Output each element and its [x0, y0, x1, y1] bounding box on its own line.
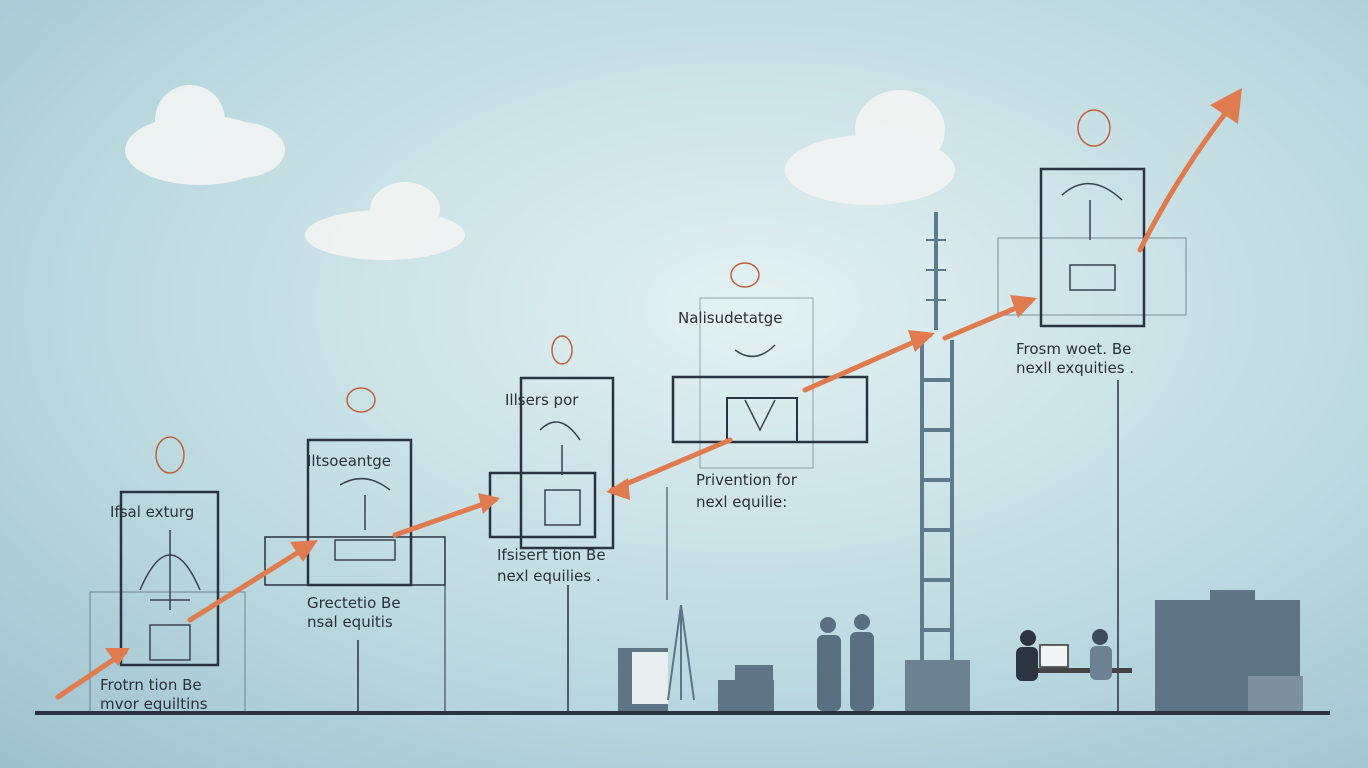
stage-4-title: Nalisudetatge	[678, 309, 783, 327]
stage-1-caption: Frotrn tion Be	[100, 676, 202, 694]
laptop	[1039, 644, 1069, 668]
stage-4-caption: nexl equilie:	[696, 493, 787, 511]
ground-line	[35, 711, 1330, 715]
arrow-head-icon	[290, 540, 318, 562]
clouds	[125, 85, 955, 260]
survey-tripod	[667, 604, 695, 701]
arrow-head-icon	[478, 493, 500, 514]
stage-3-caption: Ifsisert tion Be	[497, 546, 606, 564]
stage-labels: Ifsal exturg Frotrn tion Be mvor equilti…	[100, 309, 1134, 713]
stage-3-frame	[519, 376, 615, 550]
arrow-head-icon	[105, 648, 130, 666]
arrow-head-icon	[1210, 88, 1242, 124]
buildings	[618, 590, 1303, 711]
pin-icon	[551, 335, 573, 365]
cloud	[305, 182, 465, 260]
diagram-frames	[89, 167, 1187, 713]
pin-icons	[155, 109, 1111, 474]
stage-1-frame	[119, 490, 220, 667]
stage-4-caption: Privention for	[696, 471, 798, 489]
arrow-head-icon	[606, 478, 630, 500]
stage-2-title: Iltsoeantge	[307, 452, 391, 470]
tower-base	[905, 660, 970, 711]
stage-3-title: Illsers por	[505, 391, 579, 409]
stage-5-caption: nexll exquities .	[1016, 359, 1134, 377]
stage-2-caption: Grectetio Be	[307, 594, 401, 612]
arrow-heads	[105, 88, 1242, 666]
arrow-head-icon	[1010, 295, 1037, 318]
stage-5-caption: Frosm woet. Be	[1016, 340, 1131, 358]
pin-icon	[155, 436, 185, 474]
workers	[817, 614, 874, 711]
cloud	[125, 85, 285, 185]
pin-icon	[730, 262, 760, 288]
cloud	[785, 90, 955, 205]
equipment	[718, 680, 774, 711]
person-at-desk	[1016, 647, 1038, 681]
worker-figure	[817, 635, 841, 711]
worker-figure	[850, 632, 874, 711]
arrow-head-icon	[908, 330, 935, 352]
stage-1-title: Ifsal exturg	[110, 503, 194, 521]
sketch-figures	[139, 182, 1123, 661]
pin-icon	[1077, 109, 1111, 147]
pin-icon	[346, 387, 376, 413]
stage-2-caption: nsal equitis	[307, 613, 393, 631]
office-desk	[1016, 629, 1132, 681]
stage-1-caption: mvor equiltins	[100, 695, 208, 713]
person-at-desk	[1090, 646, 1112, 680]
stage-3-caption: nexl equilies .	[497, 567, 601, 585]
tower	[920, 212, 954, 690]
